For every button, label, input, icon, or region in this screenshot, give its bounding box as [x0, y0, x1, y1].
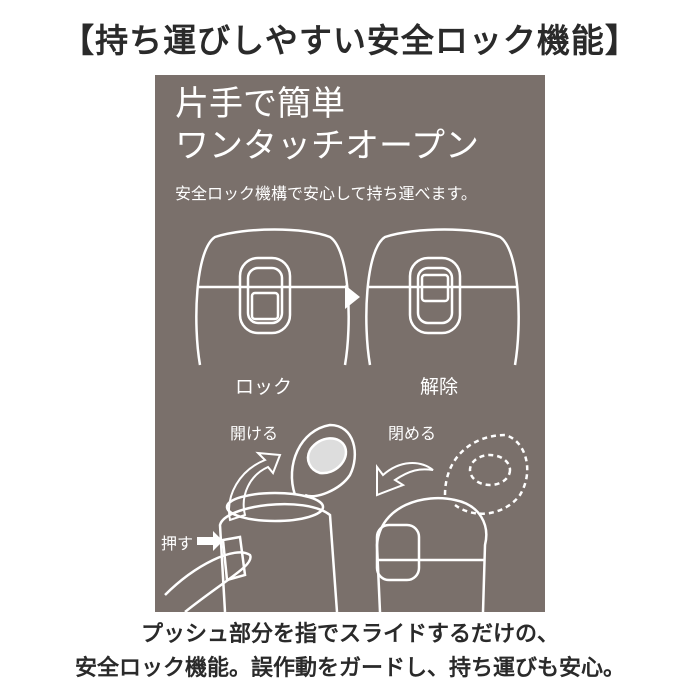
lock-label: ロック — [235, 376, 293, 398]
panel-subtitle: 安全ロック機構で安心して持ち運べます。 — [175, 184, 477, 203]
opening-bottle-illustration — [164, 423, 357, 612]
panel-heading: 片手で簡単 ワンタッチオープン — [175, 83, 479, 167]
caption-line-1: プッシュ部分を指でスライドするだけの、 — [140, 622, 559, 647]
caption-line-2: 安全ロック機能。誤作動をガードし、持ち運びも安心。 — [74, 656, 625, 681]
push-arrow-icon — [197, 531, 223, 551]
heading-line-2: ワンタッチオープン — [175, 126, 479, 166]
locked-bottle-illustration — [195, 228, 350, 366]
arrow-right-icon — [345, 285, 360, 309]
feature-panel: 片手で簡単 ワンタッチオープン 安全ロック機構で安心して持ち運べます。 — [155, 75, 545, 612]
page-title: 【持ち運びしやすい安全ロック機能】 — [61, 21, 639, 60]
bottle-illustrations — [164, 228, 529, 612]
push-label: 押す — [161, 534, 194, 553]
caption: プッシュ部分を指でスライドするだけの、 安全ロック機能。誤作動をガードし、持ち運… — [0, 618, 700, 686]
open-label: 開ける — [230, 424, 279, 443]
heading-line-1: 片手で簡単 — [175, 84, 345, 124]
unlocked-bottle-illustration — [365, 228, 520, 366]
unlock-label: 解除 — [420, 376, 459, 398]
closing-bottle-illustration — [375, 433, 529, 612]
close-label: 閉める — [388, 424, 437, 443]
